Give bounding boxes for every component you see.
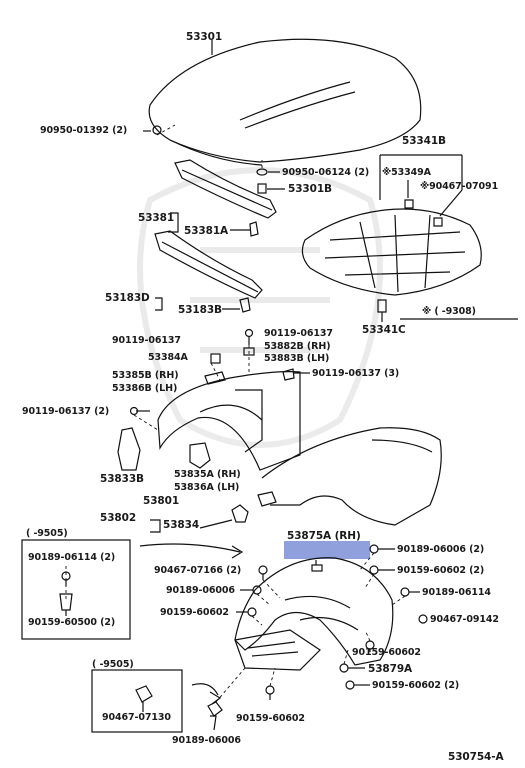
label-53381[interactable]: 53381 <box>138 212 175 224</box>
watermark <box>137 167 383 448</box>
label-53834[interactable]: 53834 <box>163 519 200 531</box>
label-53385b[interactable]: 53385B (RH) <box>112 370 179 381</box>
label-53875a[interactable]: 53875A (RH) <box>287 530 361 542</box>
label-90950-01392[interactable]: 90950-01392 (2) <box>40 125 128 136</box>
label-90159-60500[interactable]: 90159-60500 (2) <box>28 617 116 628</box>
label-90119-06137-d[interactable]: 90119-06137 (2) <box>22 406 110 417</box>
hood-insulator <box>301 208 482 296</box>
highlight-53875a[interactable] <box>284 541 370 559</box>
label-90119-06137-b[interactable]: 90119-06137 <box>264 328 333 339</box>
range-9505-a: ( -9505) <box>26 528 68 539</box>
bracket-53833b <box>117 427 141 471</box>
liner-lower <box>234 629 321 671</box>
label-53802[interactable]: 53802 <box>100 512 137 524</box>
label-53384a[interactable]: 53384A <box>148 352 188 363</box>
label-53833b[interactable]: 53833B <box>100 473 144 485</box>
label-90159-60602-a[interactable]: 90159-60602 <box>160 607 229 618</box>
label-90189-06114-a[interactable]: 90189-06114 (2) <box>28 552 116 563</box>
label-53349a[interactable]: ※53349A <box>382 167 431 178</box>
hood <box>148 38 422 163</box>
label-90119-06137-a[interactable]: 90119-06137 <box>112 335 181 346</box>
label-53341b[interactable]: 53341B <box>402 135 446 147</box>
label-90467-07130[interactable]: 90467-07130 <box>102 712 171 723</box>
label-53836a[interactable]: 53836A (LH) <box>174 482 240 493</box>
label-53183b[interactable]: 53183B <box>178 304 222 316</box>
label-90189-06006-c[interactable]: 90189-06006 <box>172 735 241 746</box>
note-range-9308: ※ ( -9308) <box>422 306 476 317</box>
label-90467-07166[interactable]: 90467-07166 (2) <box>154 565 242 576</box>
label-90159-60602-d[interactable]: 90159-60602 (2) <box>372 680 460 691</box>
label-53301[interactable]: 53301 <box>186 31 223 43</box>
label-53835a[interactable]: 53835A (RH) <box>174 469 241 480</box>
label-53801[interactable]: 53801 <box>143 495 180 507</box>
diagram-id: 530754-A <box>448 751 504 763</box>
label-53381a[interactable]: 53381A <box>184 225 229 237</box>
label-53386b[interactable]: 53386B (LH) <box>112 383 178 394</box>
label-90159-60602-b[interactable]: 90159-60602 (2) <box>397 565 485 576</box>
label-90950-06124[interactable]: 90950-06124 (2) <box>282 167 370 178</box>
box-9505-a <box>21 539 131 640</box>
seal-53381 <box>174 159 277 219</box>
box-9505-b <box>91 669 183 733</box>
label-53882b[interactable]: 53882B (RH) <box>264 341 331 352</box>
label-53301b[interactable]: 53301B <box>288 183 332 195</box>
label-90467-07091[interactable]: ※90467-07091 <box>420 181 499 192</box>
label-90467-09142[interactable]: 90467-09142 <box>430 614 499 625</box>
fender-liner <box>234 557 394 666</box>
label-53183d[interactable]: 53183D <box>105 292 150 304</box>
range-9505-b: ( -9505) <box>92 659 134 670</box>
fender-53801 <box>157 371 301 471</box>
label-90159-60602-e[interactable]: 90159-60602 <box>236 713 305 724</box>
label-90159-60602-c[interactable]: 90159-60602 <box>352 647 421 658</box>
label-53341c[interactable]: 53341C <box>362 324 406 336</box>
seal-53183d <box>154 230 263 299</box>
label-90189-06006-b[interactable]: 90189-06006 (2) <box>397 544 485 555</box>
label-53879a[interactable]: 53879A <box>368 663 413 675</box>
label-53883b[interactable]: 53883B (LH) <box>264 353 330 364</box>
label-90189-06114-b[interactable]: 90189-06114 <box>422 587 491 598</box>
label-90119-06137-c[interactable]: 90119-06137 (3) <box>312 368 400 379</box>
fender-outline <box>261 427 442 526</box>
label-90189-06006-a[interactable]: 90189-06006 <box>166 585 235 596</box>
